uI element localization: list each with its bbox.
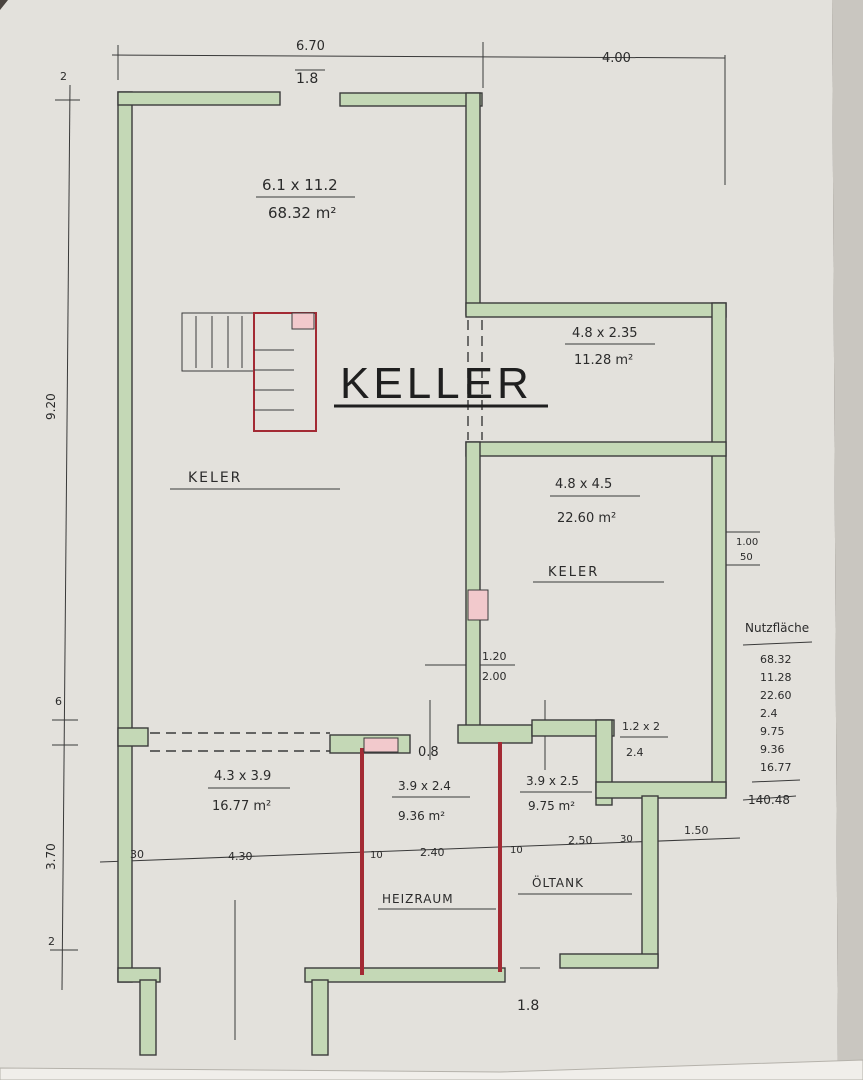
room-formula: 3.9 x 2.5	[526, 774, 579, 788]
paper	[0, 0, 838, 1080]
dim-bottom-2: 4.30	[228, 850, 253, 863]
room-area: 2.4	[626, 746, 644, 759]
summary-value: 68.32	[760, 653, 792, 666]
dim-bottom-3: 10	[370, 850, 383, 861]
lower-sheet-edge	[0, 1059, 863, 1080]
room-area: 16.77 m²	[212, 799, 271, 814]
summary-value: 2.4	[760, 707, 778, 720]
stair-post	[291, 312, 315, 330]
room-area: 68.32 m²	[268, 204, 336, 222]
summary-value: 9.75	[760, 725, 785, 738]
dim-top-left: 6.70	[296, 39, 325, 54]
room-label: ÖLTANK	[532, 874, 584, 890]
dim-bottom-8: 1.50	[684, 824, 709, 837]
room-area: 9.75 m²	[528, 799, 575, 813]
dim-right-small-b: 50	[740, 552, 753, 563]
room-formula: 1.2 x 2	[622, 720, 660, 733]
dim-left-small-a: 2	[60, 70, 67, 83]
dim-left-main: 9.20	[44, 393, 58, 420]
paper-shadow-edge	[832, 0, 863, 1080]
dim-left-small-b: 6	[55, 695, 62, 708]
dim-opening-mid: 0.8	[418, 745, 439, 760]
room-area: 9.36 m²	[398, 809, 445, 823]
room-formula: 3.9 x 2.4	[398, 779, 451, 793]
room-label: KELER	[188, 470, 242, 486]
dim-bottom-5: 10	[510, 845, 523, 856]
stair	[181, 312, 317, 432]
room-formula: 4.8 x 4.5	[555, 477, 612, 492]
room-label: HEIZRAUM	[382, 892, 454, 906]
room-area: 11.28 m²	[574, 353, 633, 368]
summary-value: 16.77	[760, 761, 792, 774]
dim-bottom-1: 30	[130, 848, 144, 861]
plan-title: KELLER	[340, 359, 533, 408]
column-mid	[363, 737, 399, 753]
walls	[117, 91, 727, 1056]
summary-value: 9.36	[760, 743, 785, 756]
dim-inner-b: 2.00	[482, 670, 507, 683]
room-area: 22.60 m²	[557, 511, 616, 526]
dim-bottom-7: 30	[620, 834, 633, 845]
dim-inner-a: 1.20	[482, 650, 507, 663]
dim-right-small-a: 1.00	[736, 537, 758, 548]
dim-left-lower: 3.70	[44, 843, 58, 870]
dim-bottom-4: 2.40	[420, 846, 445, 859]
summary-total: 140.48	[748, 793, 790, 807]
dim-top-right: 4.00	[602, 51, 631, 66]
room-formula: 4.8 x 2.35	[572, 326, 638, 341]
dim-bottom-6: 2.50	[568, 834, 593, 847]
room-formula: 4.3 x 3.9	[214, 769, 271, 784]
red-partitions	[360, 742, 502, 975]
dim-opening-top: 1.8	[296, 71, 318, 87]
dim-left-bottom: 2	[48, 935, 55, 948]
dim-bottom-opening: 1.8	[517, 998, 539, 1014]
summary-heading: Nutzfläche	[745, 621, 809, 635]
summary-value: 22.60	[760, 689, 792, 702]
room-label: KELER	[548, 565, 599, 580]
summary-value: 11.28	[760, 671, 792, 684]
room-formula: 6.1 x 11.2	[262, 176, 338, 194]
dashed-openings	[150, 320, 483, 752]
column-right	[467, 589, 489, 621]
